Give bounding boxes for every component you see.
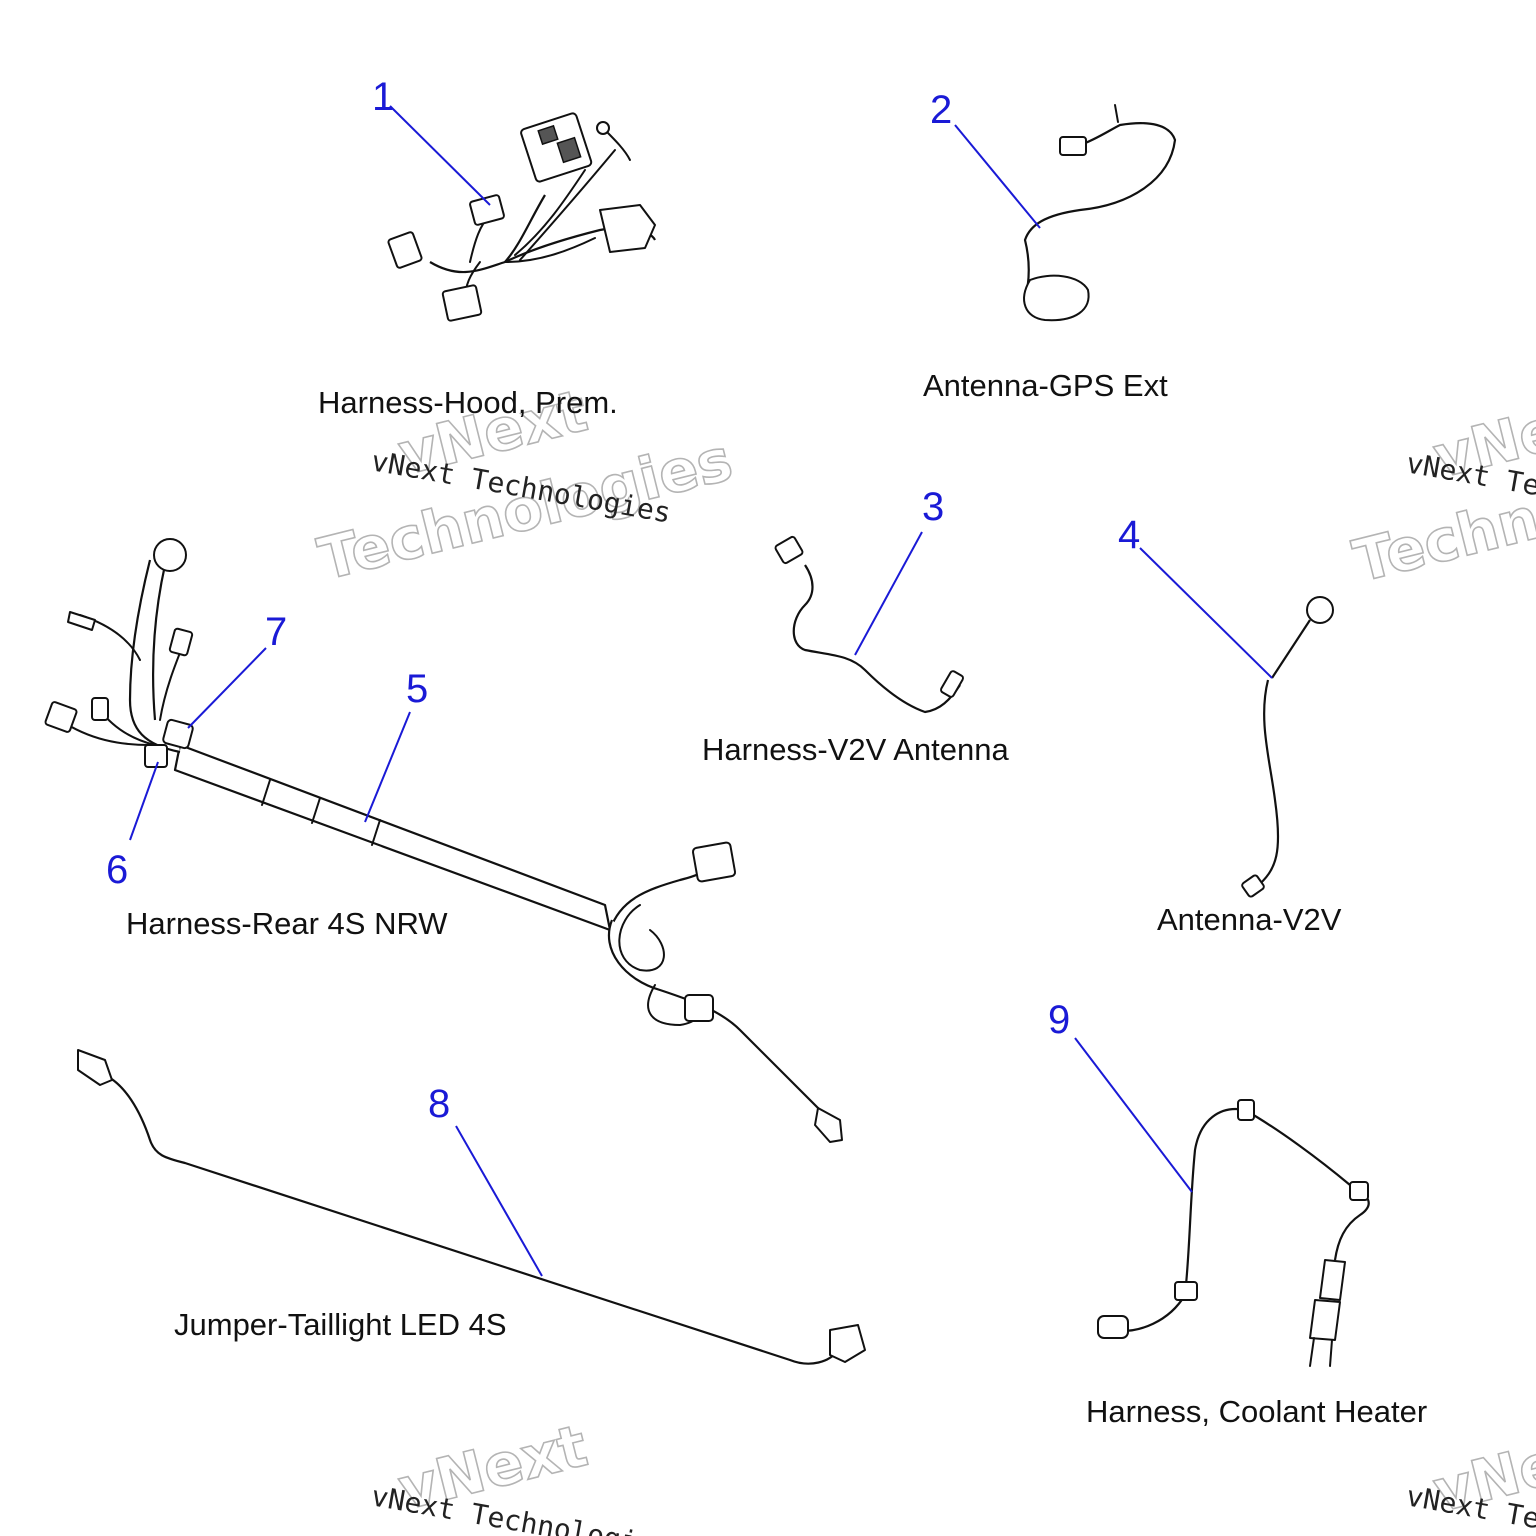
part-8-jumper-taillight[interactable] [77,1049,866,1365]
leader-line-7 [187,647,267,729]
part-5-harness-rear[interactable] [44,538,843,1143]
callout-5: 5 [364,667,428,823]
part-2-antenna-gps[interactable] [1023,104,1177,322]
watermark-bottom-center: vNext vNext Technologies [369,1411,674,1536]
watermark-bottom-right: vNe vNext Te [1404,1428,1536,1535]
leader-line-4 [1139,547,1273,679]
part-label-2: Antenna-GPS Ext [923,368,1168,403]
callout-number-4: 4 [1118,513,1140,557]
part-label-4: Antenna-V2V [1157,902,1342,937]
part-label-1: Harness-Hood, Prem. [318,385,618,420]
part-label-8: Jumper-Taillight LED 4S [174,1307,507,1342]
callout-2: 2 [930,88,1041,229]
callout-1: 1 [372,75,491,206]
part-4-antenna-v2v[interactable] [1241,596,1334,898]
leader-line-3 [854,531,923,656]
callout-number-2: 2 [930,88,952,132]
leader-line-9 [1074,1037,1193,1193]
callout-9: 9 [1048,998,1193,1193]
part-1-harness-hood[interactable] [387,112,656,322]
callout-number-8: 8 [428,1082,450,1126]
callout-number-5: 5 [406,667,428,711]
leader-line-6 [129,761,159,841]
leader-line-8 [455,1125,543,1277]
callout-8: 8 [428,1082,543,1277]
leader-line-2 [954,124,1041,229]
leader-line-5 [364,711,411,823]
callout-3: 3 [854,485,944,656]
part-6-clip[interactable] [144,744,168,768]
leader-line-1 [389,105,491,206]
callout-7: 7 [187,610,287,729]
part-7-clip[interactable] [162,718,194,750]
part-9-harness-coolant-heater[interactable] [1097,1099,1370,1367]
part-label-9: Harness, Coolant Heater [1086,1394,1427,1429]
part-label-3: Harness-V2V Antenna [702,732,1010,767]
part-3-harness-v2v-antenna[interactable] [774,535,964,714]
callout-number-3: 3 [922,485,944,529]
callout-number-9: 9 [1048,998,1070,1042]
callout-number-6: 6 [106,848,128,892]
watermark-top-right: vNe Techno vNext Te [1346,394,1536,596]
part-label-5: Harness-Rear 4S NRW [126,906,448,941]
callout-number-7: 7 [265,610,287,654]
callout-6: 6 [106,761,159,892]
callout-number-1: 1 [372,75,394,119]
callout-4: 4 [1118,513,1273,679]
